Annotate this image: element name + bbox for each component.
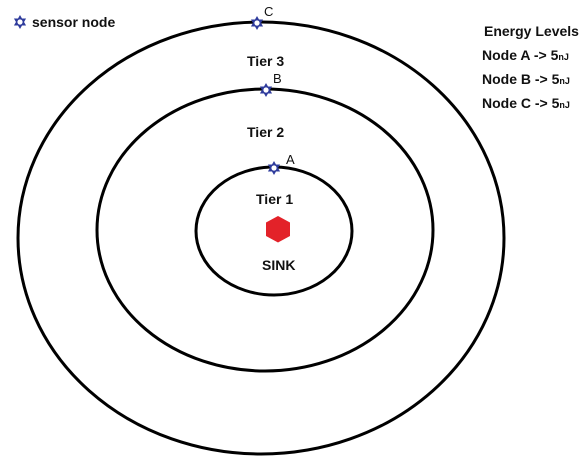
tier-2-label: Tier 2 xyxy=(247,124,284,140)
energy-title: Energy Levels xyxy=(484,23,579,39)
sink-label: SINK xyxy=(262,257,295,273)
energy-row-a: Node A -> 5nJ xyxy=(482,47,569,63)
tier-1-label: Tier 1 xyxy=(256,191,293,207)
legend-label: sensor node xyxy=(32,14,115,30)
energy-row-c: Node C -> 5nJ xyxy=(482,95,570,111)
node-a-label: A xyxy=(286,152,295,167)
node-b-label: B xyxy=(273,71,282,86)
energy-row-b: Node B -> 5nJ xyxy=(482,71,570,87)
node-c-label: C xyxy=(264,4,273,19)
tier-3-label: Tier 3 xyxy=(247,53,284,69)
sensor-node-legend-icon xyxy=(13,15,27,29)
sink-hexagon-icon xyxy=(266,216,290,243)
